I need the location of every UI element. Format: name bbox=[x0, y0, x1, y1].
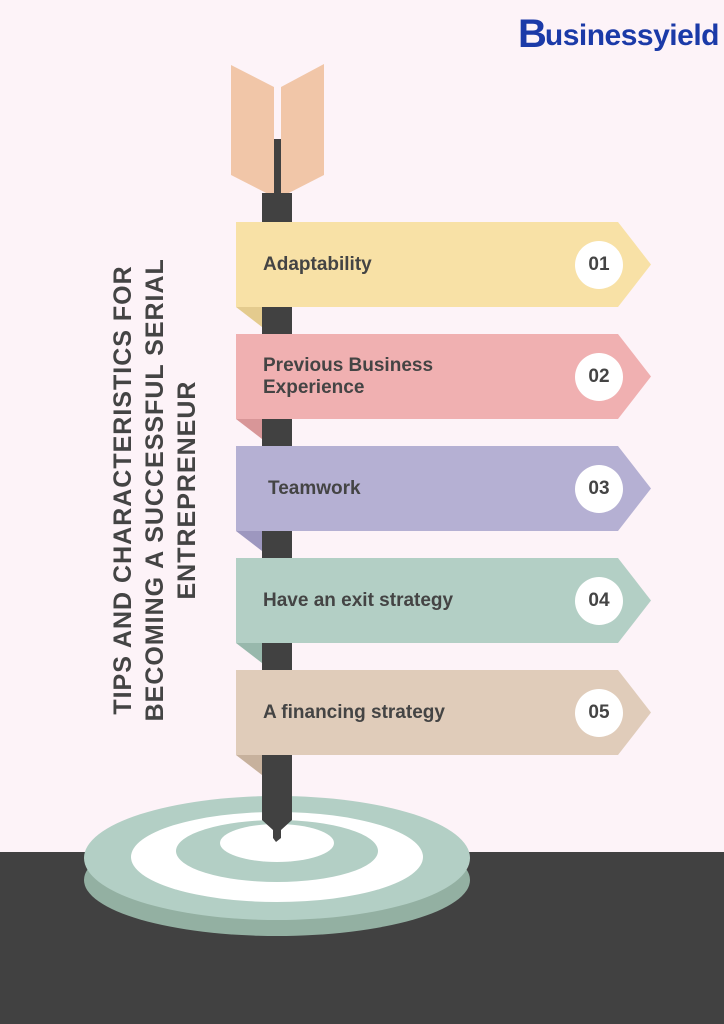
arrow-tip bbox=[262, 793, 292, 842]
item-label: Have an exit strategy bbox=[263, 589, 454, 611]
title-line: BECOMING A SUCCESSFUL SERIAL bbox=[141, 258, 169, 722]
logo-text: usinessyield bbox=[544, 19, 720, 52]
title-line: ENTREPRENEUR bbox=[173, 380, 201, 600]
target bbox=[84, 796, 470, 936]
page-title: TIPS AND CHARACTERISTICS FOR BECOMING A … bbox=[107, 210, 203, 770]
logo-letter: B bbox=[518, 12, 547, 56]
title-line: TIPS AND CHARACTERISTICS FOR bbox=[109, 265, 137, 715]
item-label: A financing strategy bbox=[263, 701, 445, 723]
banner-item-1 bbox=[236, 222, 651, 307]
banner-fold bbox=[236, 531, 262, 551]
item-label: Previous Business Experience bbox=[263, 354, 434, 398]
item-number-badge: 02 bbox=[575, 352, 623, 401]
arrow-feathers bbox=[231, 64, 324, 199]
banner-item-4 bbox=[236, 558, 651, 643]
item-number-badge: 03 bbox=[575, 464, 623, 513]
item-label: Teamwork bbox=[268, 477, 361, 499]
item-number-badge: 01 bbox=[575, 240, 623, 289]
item-label: Adaptability bbox=[263, 253, 372, 275]
banner-fold bbox=[236, 419, 262, 439]
banner-fold bbox=[236, 643, 262, 663]
item-number-badge: 04 bbox=[575, 576, 623, 625]
item-number-badge: 05 bbox=[575, 688, 623, 737]
banner-fold bbox=[236, 755, 262, 775]
banner-item-3 bbox=[236, 446, 651, 531]
banner-item-2 bbox=[236, 334, 651, 419]
banner-fold bbox=[236, 307, 262, 327]
banner-item-5 bbox=[236, 670, 651, 755]
